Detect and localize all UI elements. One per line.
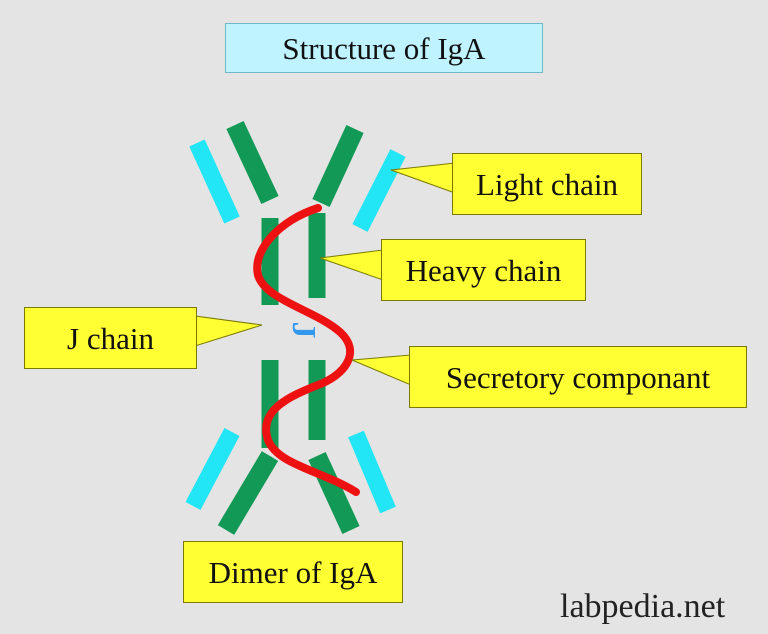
light-chain-label: Light chain	[452, 153, 642, 215]
heavy-chain-label: Heavy chain	[381, 239, 586, 301]
diagram-title: Structure of IgA	[225, 23, 543, 73]
secretory-component-label: Secretory componant	[409, 346, 747, 408]
secretory-component-strand	[253, 204, 360, 496]
light-chain-pointer	[390, 162, 456, 194]
j-chain-label: J chain	[24, 307, 197, 369]
light-chain-upper-right	[352, 149, 406, 232]
heavy-chain-pointer	[319, 249, 384, 281]
light-chain-upper-left	[189, 139, 240, 224]
light-chain-lower-left	[185, 428, 240, 510]
light-chain-lower-right	[348, 430, 396, 514]
j-chain-glyph: J	[285, 322, 322, 339]
heavy-chain-lower-right-arm	[308, 452, 360, 534]
watermark: labpedia.net	[560, 588, 726, 625]
heavy-chain-lower-left-arm	[217, 451, 279, 535]
heavy-chain-upper-left-arm	[226, 120, 279, 205]
heavy-chain-upper-right-arm	[312, 125, 364, 207]
dimer-label: Dimer of IgA	[183, 541, 403, 603]
j-chain-pointer	[194, 315, 263, 347]
secretory-component-pointer	[351, 354, 412, 386]
